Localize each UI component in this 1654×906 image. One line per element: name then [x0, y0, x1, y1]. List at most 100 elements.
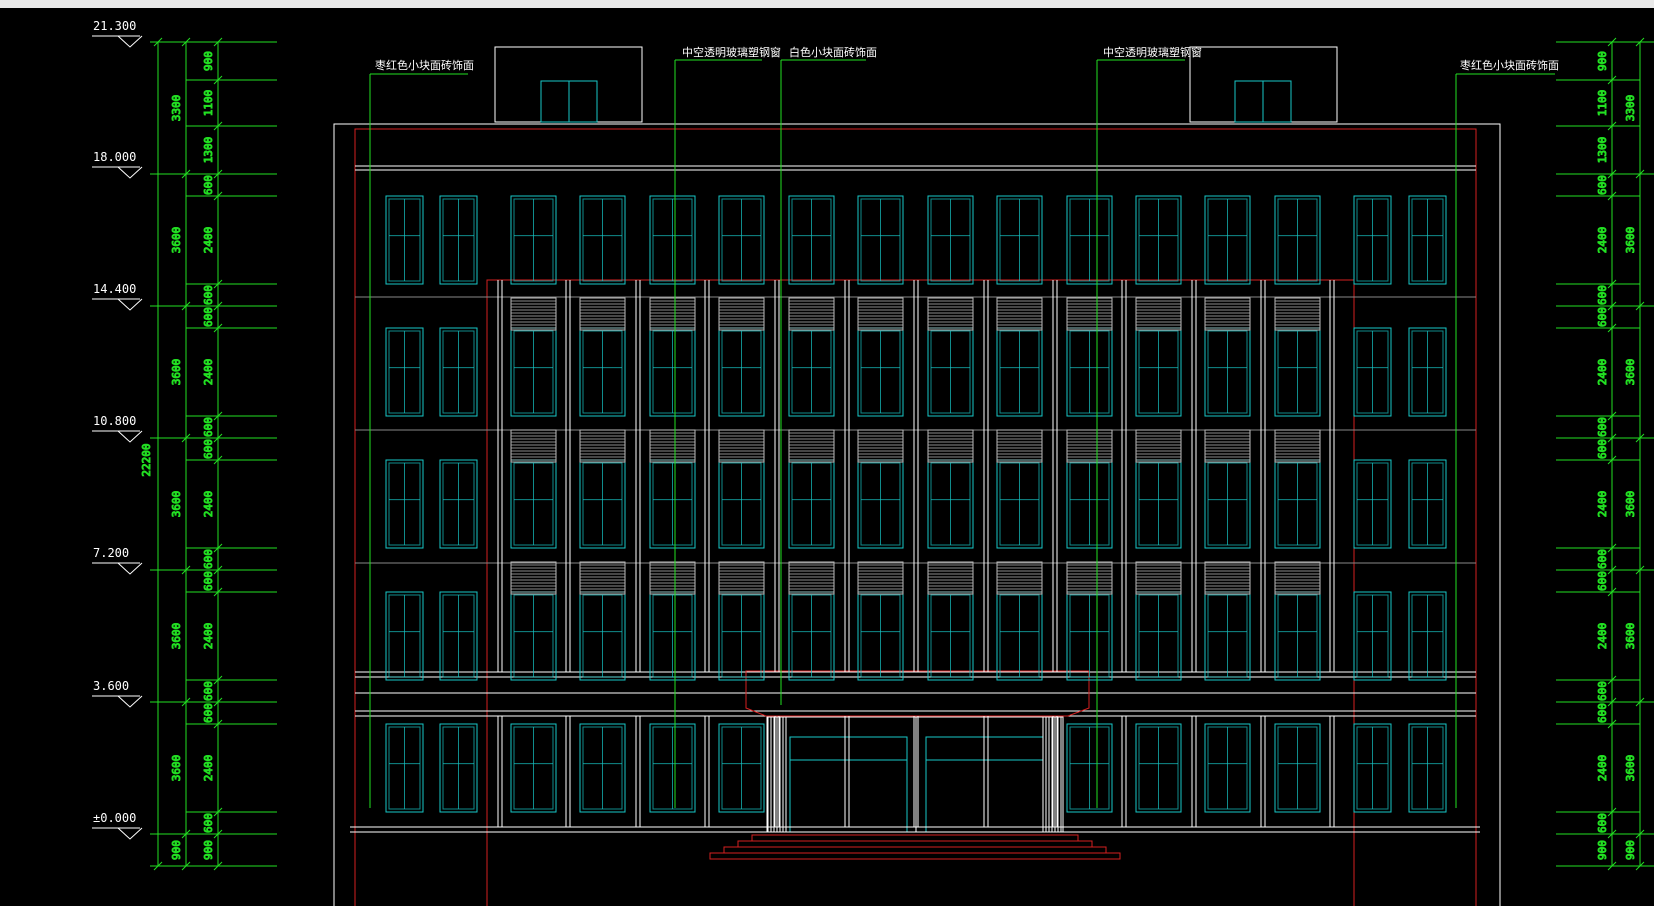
dimension-value: 600 — [1596, 703, 1609, 723]
louver-panel — [1204, 561, 1251, 595]
dimension-tick — [1635, 829, 1645, 839]
louver-panel — [927, 297, 974, 331]
dimension-value: 2400 — [1596, 227, 1609, 254]
window-frame — [1353, 591, 1392, 681]
louver-panel — [996, 561, 1043, 595]
dimension-value: 600 — [1596, 175, 1609, 195]
window-frame — [1353, 327, 1392, 417]
dimension-tick — [1607, 75, 1617, 85]
window-frame — [1204, 195, 1251, 285]
central-pilasters — [497, 280, 1335, 832]
window-frame — [439, 459, 478, 549]
dimension-tick — [1635, 697, 1645, 707]
window-frame — [1274, 195, 1321, 285]
elevation-marker-triangle — [117, 562, 143, 575]
dimension-value: 3600 — [170, 227, 183, 254]
elevation-marker-triangle — [117, 430, 143, 443]
annotation-text-2: 中空透明玻璃塑钢窗 — [682, 45, 781, 59]
window-frame — [1408, 195, 1447, 285]
louver-panel — [718, 297, 765, 331]
louver-panel — [927, 429, 974, 463]
dimension-value: 900 — [202, 840, 215, 860]
dimension-value: 1100 — [1596, 90, 1609, 117]
dimension-tick — [1635, 433, 1645, 443]
window-frame — [1408, 591, 1447, 681]
window-frame — [385, 591, 424, 681]
louver-panel — [1204, 429, 1251, 463]
louver-panel — [788, 561, 835, 595]
elevation-marker-triangle — [117, 166, 143, 179]
louver-panel — [579, 561, 626, 595]
louver-panel — [996, 429, 1043, 463]
dimension-tick — [213, 75, 223, 85]
dimension-tick — [1607, 587, 1617, 597]
entrance-door-frame — [766, 716, 1064, 833]
entrance-steps — [709, 831, 1121, 860]
dimension-value: 3600 — [1624, 359, 1637, 386]
louver-panel — [649, 297, 696, 331]
dimension-tick — [1635, 861, 1645, 871]
dimension-value: 3600 — [1624, 491, 1637, 518]
dimension-value: 900 — [170, 840, 183, 860]
dimension-tick — [213, 37, 223, 47]
dimension-tick — [213, 565, 223, 575]
dimension-value: 600 — [1596, 285, 1609, 305]
dimension-tick — [1607, 323, 1617, 333]
elevation-label: 7.200 — [93, 546, 129, 560]
dimension-tick — [1607, 807, 1617, 817]
window-frame — [439, 723, 478, 813]
dimension-value: 2400 — [202, 755, 215, 782]
dimension-value: 900 — [202, 51, 215, 71]
elevation-drawing-canvas: 21.30018.00014.40010.8007.2003.600±0.000… — [92, 19, 1654, 906]
annotation-text-3: 白色小块面砖饰面 — [789, 45, 877, 59]
louver-panel — [579, 297, 626, 331]
elevation-marker-triangle — [117, 695, 143, 708]
louver-panel — [579, 429, 626, 463]
window-frame — [718, 195, 765, 285]
louver-panel — [718, 561, 765, 595]
window-frame — [1066, 195, 1113, 285]
louver-panel — [510, 429, 557, 463]
louver-panel — [510, 297, 557, 331]
dimension-value: 900 — [1596, 840, 1609, 860]
window-frame — [1353, 723, 1392, 813]
window-frame — [996, 195, 1043, 285]
dimension-value: 600 — [202, 307, 215, 327]
dimension-value: 600 — [202, 549, 215, 569]
dimension-tick — [213, 829, 223, 839]
dimension-value: 3600 — [170, 359, 183, 386]
dimension-value: 600 — [202, 417, 215, 437]
window-frame — [579, 723, 626, 813]
louver-panel — [1135, 297, 1182, 331]
louver-panel — [718, 429, 765, 463]
louver-panel — [1066, 561, 1113, 595]
dimension-tick — [1635, 37, 1645, 47]
window-grid — [385, 195, 1447, 813]
louver-panel — [1066, 297, 1113, 331]
window-frame — [385, 459, 424, 549]
dimension-value: 2400 — [1596, 491, 1609, 518]
elevation-marker-triangle — [117, 827, 143, 840]
material-annotations: 枣红色小块面砖饰面 中空透明玻璃塑钢窗 白色小块面砖饰面 中空透明玻璃塑钢窗 枣… — [369, 45, 1559, 808]
elevation-label: 21.300 — [93, 19, 136, 33]
dimension-tick — [213, 301, 223, 311]
louver-panel — [649, 429, 696, 463]
window-frame — [718, 723, 765, 813]
dimension-value: 2400 — [202, 359, 215, 386]
dimension-value: 2400 — [202, 491, 215, 518]
dimension-value: 600 — [202, 175, 215, 195]
louver-bands — [510, 297, 1321, 595]
right-dimension-chain: 9001100130060024006006002400600600240060… — [1556, 37, 1654, 871]
window-frame — [1408, 723, 1447, 813]
louver-panel — [1274, 297, 1321, 331]
louver-panel — [996, 297, 1043, 331]
dimension-tick — [1607, 121, 1617, 131]
louver-panel — [788, 297, 835, 331]
annotation-text-4: 中空透明玻璃塑钢窗 — [1103, 45, 1202, 59]
dimension-tick — [1607, 279, 1617, 289]
dimension-tick — [213, 697, 223, 707]
building-red-frame — [354, 128, 1477, 906]
dimension-value: 900 — [1596, 51, 1609, 71]
dimension-value: 3600 — [170, 491, 183, 518]
dimension-value: 1300 — [202, 137, 215, 164]
